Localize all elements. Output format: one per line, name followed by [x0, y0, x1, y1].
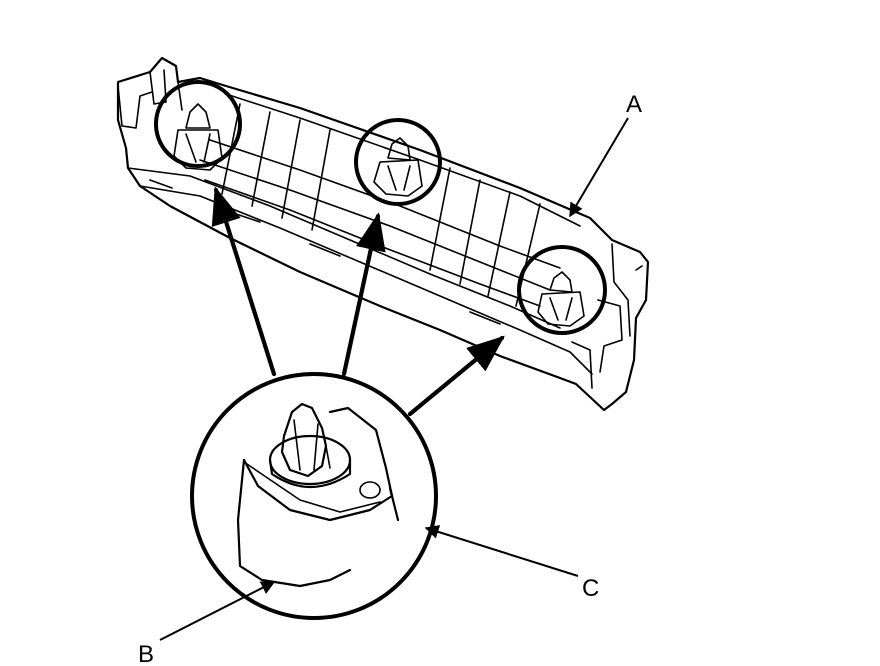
callout-label-a: A: [626, 91, 642, 118]
callout-label-c: C: [582, 575, 599, 602]
leader-line-c: [424, 525, 579, 577]
clip-left: [173, 103, 223, 171]
detail-circle-right: [517, 245, 607, 335]
clip-right: [537, 271, 585, 327]
callout-arrows: [211, 186, 505, 417]
detail-circle-left: [154, 80, 242, 168]
magnified-clip-detail: [190, 372, 438, 620]
leader-line-a: [569, 117, 629, 218]
detail-circle-middle: [354, 118, 442, 206]
leader-line-b: [159, 581, 276, 641]
clip-middle: [373, 137, 423, 197]
bracket-assembly: [116, 56, 650, 412]
callout-label-b: B: [138, 641, 154, 666]
